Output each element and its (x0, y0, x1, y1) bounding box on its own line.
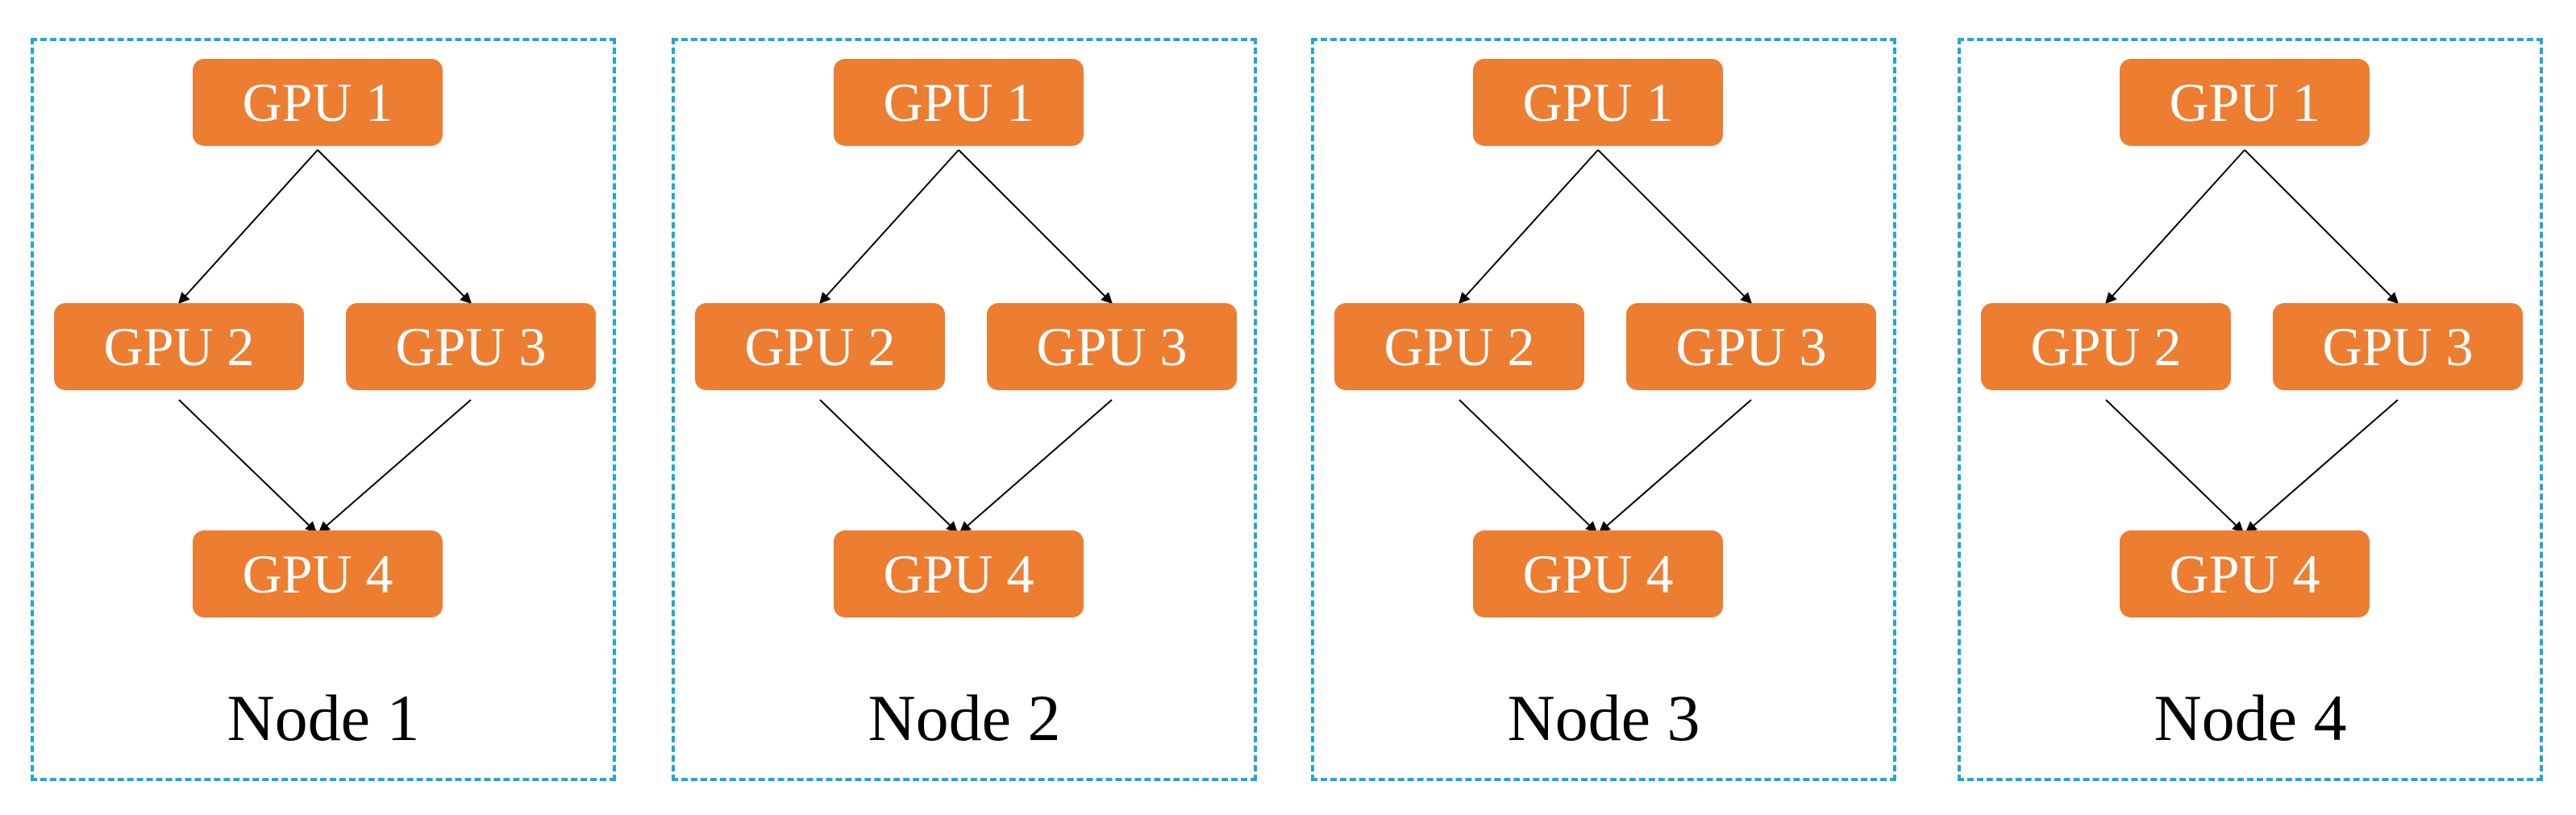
edge-gpu1-gpu3 (2244, 149, 2399, 304)
edge-gpu3-gpu4 (959, 399, 1113, 533)
gpu-3-box: GPU 3 (1626, 303, 1876, 390)
edge-gpu3-gpu4 (1598, 399, 1752, 533)
node-label: Node 2 (868, 681, 1061, 755)
node-1-edges (178, 149, 472, 533)
node-label: Node 4 (2154, 681, 2347, 755)
gpu-4-box: GPU 4 (1473, 530, 1723, 617)
edge-gpu3-gpu4 (318, 399, 472, 533)
node-2-edges (819, 149, 1113, 533)
gpu-3-box: GPU 3 (2273, 303, 2523, 390)
gpu-2-box: GPU 2 (54, 303, 304, 390)
edge-gpu2-gpu4 (1459, 399, 1598, 533)
edge-gpu1-gpu3 (958, 149, 1113, 304)
node-3-edges (1459, 149, 1752, 533)
edge-gpu3-gpu4 (2245, 399, 2399, 533)
gpu-1-box: GPU 1 (193, 59, 443, 146)
gpu-2-box: GPU 2 (1334, 303, 1584, 390)
node-1-container: GPU 1 GPU 2 GPU 3 GPU 4 Node 1 (31, 38, 616, 781)
gpu-4-box: GPU 4 (834, 530, 1084, 617)
gpu-4-box: GPU 4 (193, 530, 443, 617)
edge-gpu1-gpu2 (819, 149, 959, 305)
edge-gpu1-gpu2 (178, 149, 318, 305)
node-label: Node 1 (227, 681, 420, 755)
gpu-1-box: GPU 1 (834, 59, 1084, 146)
edge-gpu2-gpu4 (178, 399, 318, 533)
node-4-container: GPU 1 GPU 2 GPU 3 GPU 4 Node 4 (1958, 38, 2543, 781)
gpu-3-box: GPU 3 (987, 303, 1237, 390)
gpu-4-box: GPU 4 (2120, 530, 2370, 617)
gpu-2-box: GPU 2 (1981, 303, 2231, 390)
edge-gpu1-gpu3 (1597, 149, 1752, 304)
node-3-container: GPU 1 GPU 2 GPU 3 GPU 4 Node 3 (1311, 38, 1896, 781)
node-label: Node 3 (1507, 681, 1700, 755)
edge-gpu1-gpu2 (1459, 149, 1599, 305)
gpu-1-box: GPU 1 (2120, 59, 2370, 146)
edge-gpu1-gpu2 (2105, 149, 2245, 305)
edge-gpu2-gpu4 (2105, 399, 2245, 533)
node-2-container: GPU 1 GPU 2 GPU 3 GPU 4 Node 2 (672, 38, 1257, 781)
gpu-3-box: GPU 3 (346, 303, 596, 390)
gpu-2-box: GPU 2 (695, 303, 945, 390)
edge-gpu1-gpu3 (317, 149, 472, 304)
edge-gpu2-gpu4 (819, 399, 959, 533)
gpu-1-box: GPU 1 (1473, 59, 1723, 146)
node-4-edges (2105, 149, 2399, 533)
